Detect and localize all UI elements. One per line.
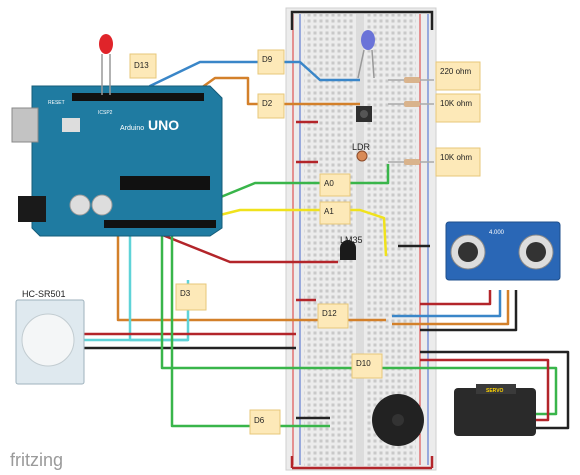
pir-label: HC-SR501 xyxy=(22,289,66,299)
svg-text:D9: D9 xyxy=(262,55,273,64)
reset-label: RESET xyxy=(48,100,65,106)
analog-header xyxy=(104,220,216,228)
resistor-10k-a xyxy=(388,101,434,107)
note-r10k-a: 10K ohm xyxy=(435,93,481,123)
servo-label: SERVO xyxy=(486,388,504,394)
ldr-label: LDR xyxy=(352,142,371,152)
svg-text:A1: A1 xyxy=(324,207,334,216)
svg-text:D2: D2 xyxy=(262,99,273,108)
buzzer xyxy=(372,394,424,446)
lm35-label: LM35 xyxy=(340,235,363,245)
reset-button xyxy=(62,118,80,132)
ldr-sensor: LDR xyxy=(352,142,371,162)
note-a1: A1 xyxy=(319,201,351,225)
note-r10k-b: 10K ohm xyxy=(435,147,481,177)
svg-text:220 ohm: 220 ohm xyxy=(440,67,471,76)
ultrasonic-label: 4.000 xyxy=(489,230,505,236)
lm35-sensor: LM35 xyxy=(340,235,363,260)
icsp-label: ICSP2 xyxy=(98,110,113,116)
svg-text:D10: D10 xyxy=(356,359,371,368)
power-jack xyxy=(18,196,46,222)
note-d9: D9 xyxy=(257,49,285,75)
digital-header xyxy=(72,93,204,101)
breadboard xyxy=(285,7,437,471)
resistor-220 xyxy=(388,77,434,83)
svg-text:10K ohm: 10K ohm xyxy=(440,153,472,162)
fritzing-watermark: fritzing xyxy=(10,450,63,470)
note-d13: D13 xyxy=(129,53,157,79)
note-d3: D3 xyxy=(175,283,207,311)
note-d2: D2 xyxy=(257,93,285,119)
board-brand: UNO xyxy=(148,117,179,133)
red-led xyxy=(99,34,113,95)
ultrasonic-sensor: 4.000 xyxy=(445,221,561,281)
servo-motor: SERVO xyxy=(454,384,536,436)
arduino-board: RESET UNO Arduino ICSP2 xyxy=(11,85,223,237)
note-d12: D12 xyxy=(317,303,349,329)
note-a0: A0 xyxy=(319,173,351,197)
note-d10: D10 xyxy=(351,353,383,379)
svg-text:D6: D6 xyxy=(254,416,265,425)
pir-sensor: HC-SR501 xyxy=(15,289,85,385)
svg-text:10K ohm: 10K ohm xyxy=(440,99,472,108)
usb-port xyxy=(11,107,39,143)
note-r220: 220 ohm xyxy=(435,61,481,91)
note-d6: D6 xyxy=(249,409,281,435)
notes: D13 D9 D2 A0 A1 D3 D12 D10 D6 220 ohm 10… xyxy=(129,49,481,435)
resistor-10k-b xyxy=(388,159,434,165)
svg-text:D3: D3 xyxy=(180,289,191,298)
board-sub: Arduino xyxy=(120,125,144,132)
resistors xyxy=(388,77,434,165)
svg-text:D12: D12 xyxy=(322,309,337,318)
blue-led xyxy=(357,30,375,79)
mcu-chip xyxy=(120,176,210,190)
svg-text:A0: A0 xyxy=(324,179,334,188)
svg-text:D13: D13 xyxy=(134,61,149,70)
